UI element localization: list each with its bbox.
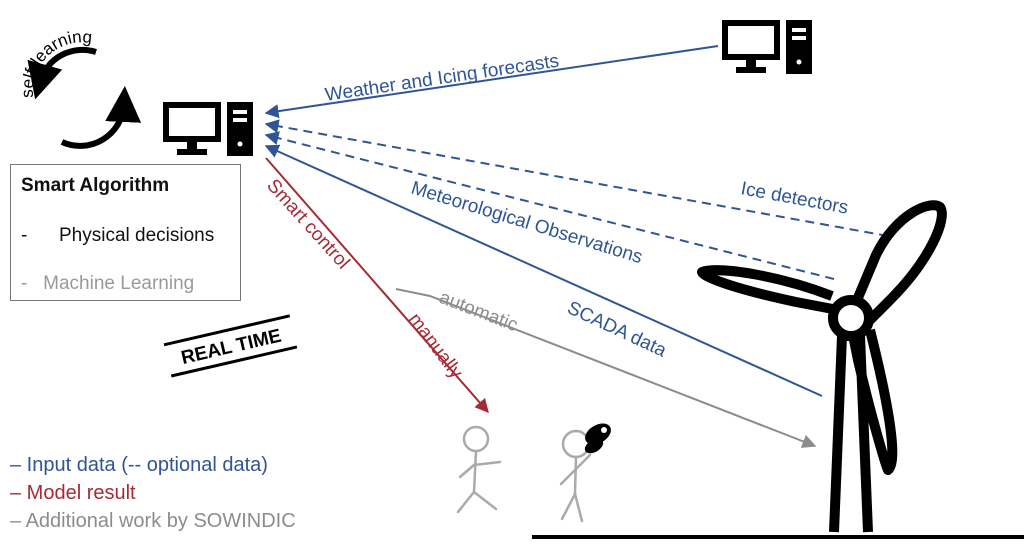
meteo-obs-arrow bbox=[264, 131, 835, 280]
scada-arrow bbox=[264, 144, 823, 397]
main-computer-icon bbox=[163, 102, 253, 156]
weather-label: Weather and Icing forecasts bbox=[324, 51, 561, 106]
legend-additional: – Additional work by SOWINDIC bbox=[10, 510, 296, 532]
weather-forecast-arrow bbox=[264, 45, 719, 119]
box-title: Smart Algorithm bbox=[21, 175, 170, 196]
box-item-ml: - Machine Learning bbox=[21, 273, 195, 294]
self-learning-cycle-icon bbox=[27, 46, 142, 149]
smart-control-label: Smart control bbox=[262, 175, 353, 273]
smart-algorithm-box: Smart Algorithm - Physical decisions - M… bbox=[10, 164, 241, 301]
binoculars-icon bbox=[584, 423, 611, 454]
ice-detectors-arrow bbox=[264, 119, 889, 237]
ice-detectors-label: Ice detectors bbox=[739, 178, 850, 218]
legend-model: – Model result bbox=[10, 482, 136, 504]
legend-input: – Input data (-- optional data) bbox=[10, 454, 268, 476]
stick-figure-icon-1 bbox=[456, 425, 502, 514]
automatic-label: automatic bbox=[436, 287, 520, 336]
wind-turbine-icon bbox=[697, 200, 947, 533]
stick-figure-icon-2 bbox=[559, 429, 592, 523]
box-item-physical: - Physical decisions bbox=[21, 225, 215, 246]
forecast-computer-icon bbox=[722, 20, 812, 74]
real-time-stamp: REAL TIME bbox=[163, 314, 298, 378]
smart-control-arrow bbox=[265, 157, 489, 414]
scada-label: SCADA data bbox=[564, 297, 670, 361]
manually-label: manually bbox=[404, 309, 467, 383]
automatic-arrow bbox=[395, 288, 817, 448]
